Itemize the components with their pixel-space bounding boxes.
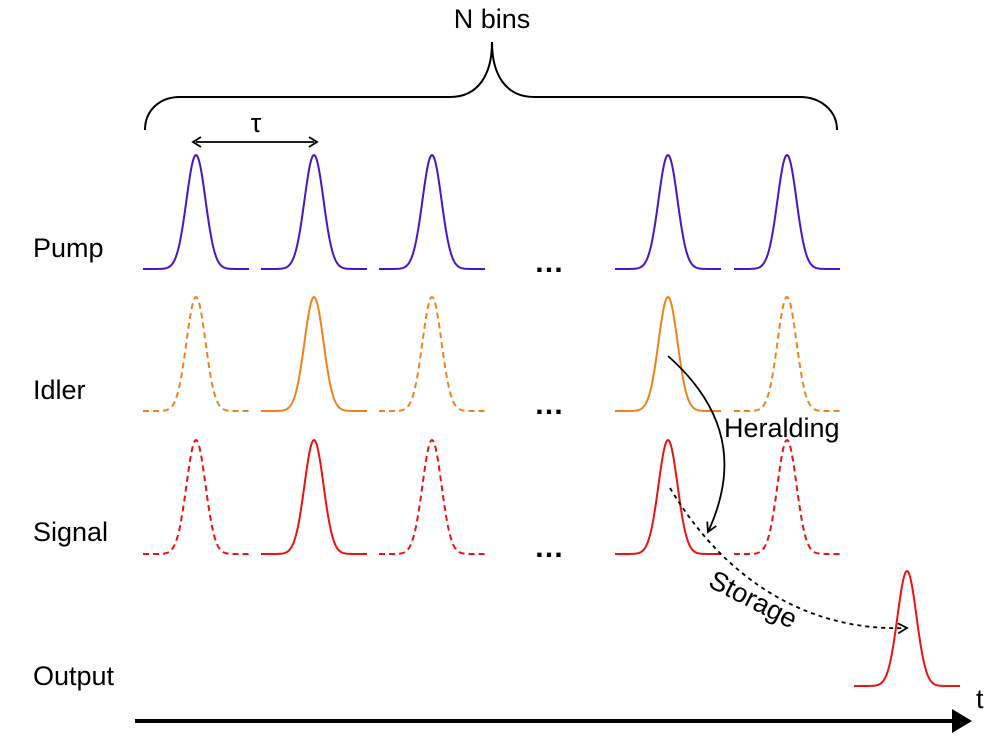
pulse-pump-3 <box>379 153 485 270</box>
tau-label: τ <box>251 108 262 138</box>
time-axis-arrowhead <box>952 709 972 733</box>
pulse-signal-2 <box>261 438 367 555</box>
pulse-group <box>143 153 960 687</box>
pulse-idler-4 <box>615 295 721 412</box>
pulse-pump-1 <box>143 153 249 270</box>
row-label-signal: Signal <box>33 517 108 547</box>
pulse-idler-1 <box>143 295 249 412</box>
bins-label: N bins <box>454 4 531 34</box>
heralding-arrow <box>667 355 726 534</box>
row-label-output: Output <box>33 661 115 691</box>
pulse-pump-2 <box>261 153 367 270</box>
pulse-idler-3 <box>379 295 485 412</box>
ellipsis-pump: … <box>534 246 564 279</box>
heralding-label: Heralding <box>724 413 840 443</box>
pulse-signal-3 <box>379 438 485 555</box>
row-label-idler: Idler <box>33 375 86 405</box>
pulse-output <box>854 569 960 687</box>
pulse-idler-2 <box>261 295 367 412</box>
bins-brace <box>144 41 838 131</box>
pulse-signal-5 <box>734 438 840 555</box>
pulse-pump-4 <box>615 153 721 270</box>
pulse-pump-5 <box>734 153 840 270</box>
time-axis-label: t <box>976 684 984 714</box>
storage-label: Storage <box>704 565 802 635</box>
storage-arrow <box>669 487 909 635</box>
ellipsis-signal: … <box>534 531 564 564</box>
ellipsis-idler: … <box>534 388 564 421</box>
pulse-signal-1 <box>143 438 249 555</box>
pulse-signal-4 <box>615 438 721 555</box>
pulse-idler-5 <box>734 295 840 412</box>
row-label-pump: Pump <box>33 233 104 263</box>
